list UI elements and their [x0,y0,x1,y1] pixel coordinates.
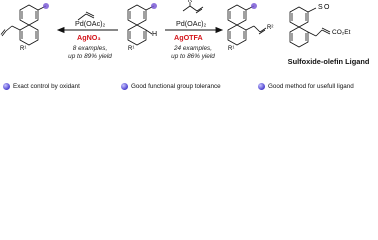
left-yield: up to 89% yield [68,52,112,60]
label-o: O [324,4,330,11]
right-yield: up to 86% yield [171,52,215,60]
right-examples: 24 examples, [173,45,212,52]
left-oxidant: AgNO₃ [77,33,101,42]
product-right-structure [227,4,267,46]
label-r1-left: R¹ [20,46,27,52]
starting-material-structure [127,4,155,46]
label-s: S [318,4,323,11]
ligand-structure [289,6,331,48]
feature-3: Good method for usefull ligand [268,83,354,90]
bullet-icon [121,83,128,90]
graphical-abstract: { "left_arrow": { "reagent1": "Pd(OAc)₂"… [0,0,378,96]
feature-1: Exact control by oxidant [13,83,80,90]
alkene-structure [182,2,204,14]
label-h: H [152,31,158,38]
left-examples: 8 examples, [72,45,108,52]
styrene-structure [77,11,95,21]
label-r2: R² [267,25,274,31]
right-scope: 24 examples, up to 86% yield [164,45,222,60]
bullet-icon [3,83,10,90]
highlight-right-1 [251,3,257,9]
highlight-left-1 [43,3,49,9]
left-reagent: Pd(OAc)₂ [75,19,106,28]
highlight-middle-1 [151,3,157,9]
label-r1-right: R¹ [228,46,235,52]
reaction-scheme [0,2,331,48]
right-oxidant: AgOTFA [174,33,203,42]
ligand-title: Sulfoxide-olefin Ligand [287,57,370,66]
right-reagent: Pd(OAc)₂ [176,19,207,28]
left-scope: 8 examples, up to 89% yield [62,45,118,60]
label-r1-middle: R¹ [128,46,135,52]
bullet-icon [258,83,265,90]
label-co2et: CO₂Et [332,29,351,36]
product-left-structure [0,4,47,46]
feature-2: Good functional group tolerance [131,83,221,90]
label-r: R [188,0,193,4]
